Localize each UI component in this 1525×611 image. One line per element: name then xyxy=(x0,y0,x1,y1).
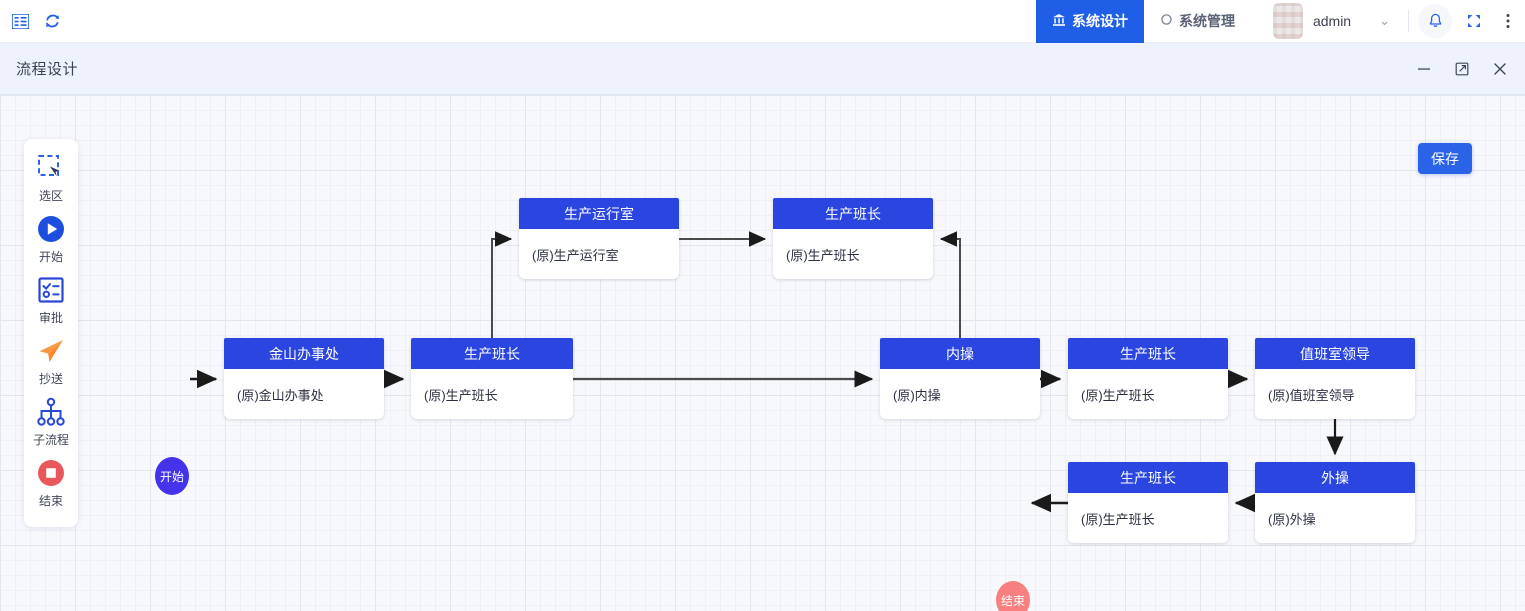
flow-node-body: (原)生产班长 xyxy=(1081,387,1155,403)
stop-circle-icon xyxy=(34,456,68,490)
flow-end-node[interactable]: 结束 xyxy=(996,581,1030,611)
avatar xyxy=(1272,3,1303,39)
flow-node-body: (原)值班室领导 xyxy=(1268,387,1355,403)
flow-node-title: 生产运行室 xyxy=(519,198,679,229)
nav-tab-system-management[interactable]: 系统管理 xyxy=(1144,0,1251,43)
flow-node-title: 生产班长 xyxy=(1068,338,1228,369)
maximize-button[interactable] xyxy=(1453,60,1471,78)
flow-node-title: 金山办事处 xyxy=(224,338,384,369)
palette-item-selection[interactable]: 选区 xyxy=(24,151,78,204)
selection-marquee-icon xyxy=(34,151,68,185)
palette-item-cc-label: 抄送 xyxy=(38,372,63,386)
window-controls xyxy=(1415,60,1525,78)
minimize-button[interactable] xyxy=(1415,60,1433,78)
palette-item-start[interactable]: 开始 xyxy=(24,212,78,265)
paper-plane-icon xyxy=(34,334,68,368)
topbar-right-group: 系统设计 系统管理 admin ⌄ xyxy=(1035,0,1525,43)
checklist-icon xyxy=(34,273,68,307)
gear-circle-icon xyxy=(1160,13,1173,29)
topbar-left-icons xyxy=(0,11,62,31)
flow-node-title: 生产班长 xyxy=(411,338,573,369)
fullscreen-icon[interactable] xyxy=(1457,0,1491,43)
flow-node[interactable]: 金山办事处 (原)金山办事处 xyxy=(224,338,384,419)
close-button[interactable] xyxy=(1491,60,1509,78)
chevron-down-icon[interactable]: ⌄ xyxy=(1379,13,1390,28)
palette-item-end[interactable]: 结束 xyxy=(24,456,78,509)
flow-node[interactable]: 生产班长 (原)生产班长 xyxy=(411,338,573,419)
save-button[interactable]: 保存 xyxy=(1418,143,1472,174)
nav-tab-system-design-label: 系统设计 xyxy=(1071,13,1128,29)
palette-item-end-label: 结束 xyxy=(38,494,63,508)
nav-tab-system-management-label: 系统管理 xyxy=(1178,13,1235,29)
page-title: 流程设计 xyxy=(16,61,79,78)
org-chart-icon xyxy=(34,395,68,429)
play-circle-icon xyxy=(34,212,68,246)
flow-node-title: 生产班长 xyxy=(1068,462,1228,493)
bank-icon xyxy=(1052,13,1066,30)
flow-node-title: 外操 xyxy=(1255,462,1415,493)
user-name: admin xyxy=(1312,13,1352,29)
flow-start-label: 开始 xyxy=(159,469,184,484)
flow-node[interactable]: 外操 (原)外操 xyxy=(1255,462,1415,543)
palette-item-approval-label: 审批 xyxy=(38,311,63,325)
more-vertical-icon[interactable] xyxy=(1491,0,1525,43)
node-palette: 选区 开始 审批 抄送 子流程 xyxy=(24,139,78,527)
flow-node-body: (原)内操 xyxy=(893,387,941,403)
top-navigation-bar: 系统设计 系统管理 admin ⌄ xyxy=(0,0,1525,43)
flow-node-body: (原)生产运行室 xyxy=(532,247,619,263)
flow-node[interactable]: 生产班长 (原)生产班长 xyxy=(1068,462,1228,543)
divider xyxy=(1408,10,1409,32)
palette-item-start-label: 开始 xyxy=(38,250,63,264)
nav-tab-system-design[interactable]: 系统设计 xyxy=(1035,0,1144,43)
refresh-icon[interactable] xyxy=(42,11,62,31)
bell-icon xyxy=(1418,4,1452,38)
flow-node[interactable]: 生产班长 (原)生产班长 xyxy=(773,198,933,279)
palette-item-approval[interactable]: 审批 xyxy=(24,273,78,326)
flow-node-body: (原)生产班长 xyxy=(1081,511,1155,527)
palette-item-selection-label: 选区 xyxy=(38,189,63,203)
user-menu[interactable]: admin ⌄ xyxy=(1251,3,1404,39)
palette-item-cc[interactable]: 抄送 xyxy=(24,334,78,387)
flow-node-title: 值班室领导 xyxy=(1255,338,1415,369)
notification-bell-button[interactable] xyxy=(1413,0,1457,43)
palette-item-subprocess[interactable]: 子流程 xyxy=(24,395,78,448)
menu-fold-icon[interactable] xyxy=(10,11,30,31)
flow-node-body: (原)生产班长 xyxy=(786,247,860,263)
flow-end-label: 结束 xyxy=(1000,593,1025,608)
window-title-bar: 流程设计 xyxy=(0,43,1525,95)
flow-node[interactable]: 生产班长 (原)生产班长 xyxy=(1068,338,1228,419)
palette-item-subprocess-label: 子流程 xyxy=(32,433,69,447)
flow-node[interactable]: 值班室领导 (原)值班室领导 xyxy=(1255,338,1415,419)
flow-canvas[interactable]: 选区 开始 审批 抄送 子流程 xyxy=(0,95,1525,611)
flow-node-title: 内操 xyxy=(880,338,1040,369)
flow-start-node[interactable]: 开始 xyxy=(155,457,189,495)
flow-node[interactable]: 内操 (原)内操 xyxy=(880,338,1040,419)
flow-node[interactable]: 生产运行室 (原)生产运行室 xyxy=(519,198,679,279)
flow-node-body: (原)外操 xyxy=(1268,511,1316,527)
flow-node-title: 生产班长 xyxy=(773,198,933,229)
flow-node-body: (原)金山办事处 xyxy=(237,387,324,403)
flow-node-body: (原)生产班长 xyxy=(424,387,498,403)
